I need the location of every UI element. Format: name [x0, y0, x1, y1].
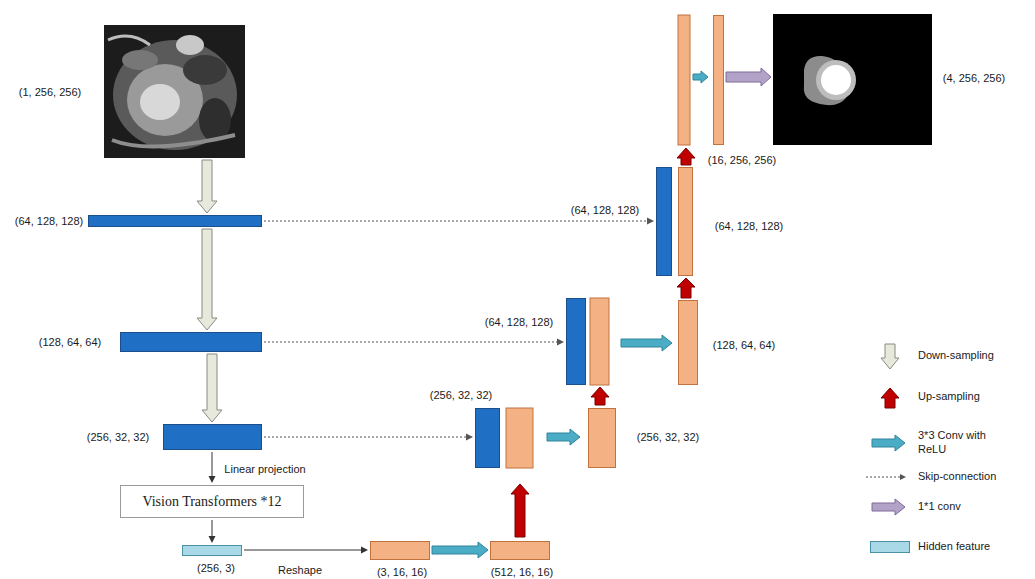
connector-line	[244, 550, 362, 551]
connector	[197, 229, 217, 330]
legend-text: 3*3 Conv with ReLU	[918, 429, 1014, 457]
legend-sample	[872, 435, 905, 451]
encoder-bar: (64, 128, 128)	[88, 215, 262, 227]
skip-bar: (256, 32, 32)	[475, 408, 500, 468]
connector	[244, 547, 368, 554]
mask-image	[773, 14, 932, 145]
legend-text: Down-sampling	[918, 349, 1014, 363]
connector	[209, 452, 216, 483]
dimension-label: (1, 256, 256)	[19, 86, 81, 99]
hidden-feature: (256, 3)	[182, 545, 242, 556]
upsample-arrow	[591, 387, 609, 405]
connector-line	[264, 342, 558, 343]
edge-label: Linear projection	[222, 463, 307, 476]
decoder-bar: (128, 64, 64)	[678, 300, 698, 385]
connector-line	[264, 437, 467, 438]
conv-arrow	[621, 335, 672, 351]
edge-label: Reshape	[276, 564, 324, 577]
dimension-label: (4, 256, 256)	[943, 72, 1005, 85]
dimension-label: (512, 16, 16)	[491, 566, 553, 579]
arrow-head	[361, 547, 368, 554]
decoder-bar: (3, 16, 16)	[370, 541, 430, 560]
decoder-bar	[678, 15, 690, 145]
dimension-label: (16, 256, 256)	[708, 154, 777, 167]
block-arrow	[197, 160, 217, 213]
block-arrow	[726, 68, 771, 86]
block-arrow	[432, 542, 488, 558]
legend-text: Hidden feature	[918, 540, 1014, 554]
connector-line	[264, 221, 648, 222]
conv-arrow	[547, 429, 580, 445]
legend-text: 1*1 conv	[918, 500, 1014, 514]
connector	[264, 339, 564, 346]
skip-bar: (64, 128, 128)	[656, 167, 672, 276]
arrow-head	[209, 536, 216, 543]
decoder-bar: (512, 16, 16)	[490, 541, 550, 560]
block-arrow	[677, 278, 695, 298]
decoder-bar	[590, 298, 609, 385]
legend-sample	[866, 474, 906, 480]
upsample-arrow	[511, 484, 529, 537]
connector	[264, 218, 654, 225]
legend-text: Skip-connection	[918, 470, 1014, 484]
decoder-bar: (16, 256, 256)	[713, 15, 724, 145]
mri-image	[104, 25, 245, 158]
connector	[677, 278, 695, 298]
dimension-label: (64, 128, 128)	[15, 215, 84, 228]
transformer-box: Vision Transformers *12	[120, 485, 304, 518]
arrow-head	[647, 218, 654, 225]
dimension-label: (256, 32, 32)	[87, 431, 149, 444]
decoder-bar	[506, 408, 533, 468]
connector	[209, 520, 216, 543]
arrow-head	[557, 339, 564, 346]
connector	[432, 542, 488, 558]
legend-sample	[881, 344, 899, 369]
decoder-bar: (256, 32, 32)	[588, 408, 616, 468]
decoder-bar: (64, 128, 128)	[678, 167, 693, 276]
connector	[197, 160, 217, 213]
output-mask: (4, 256, 256)	[773, 14, 932, 145]
legend-swatch	[870, 541, 910, 553]
legend-sample	[881, 388, 899, 408]
conv-arrow	[693, 71, 708, 83]
connector	[726, 68, 771, 86]
dimension-label: (256, 3)	[197, 562, 235, 575]
block-arrow	[197, 229, 217, 330]
connector-line	[212, 452, 213, 477]
connector-line	[212, 520, 213, 537]
dimension-label: (256, 32, 32)	[430, 389, 492, 402]
box-title: Vision Transformers *12	[121, 486, 303, 517]
dimension-label: (64, 128, 128)	[485, 316, 554, 329]
dimension-label: (3, 16, 16)	[377, 566, 427, 579]
dimension-label: (128, 64, 64)	[39, 336, 101, 349]
dimension-label: (64, 128, 128)	[715, 220, 784, 233]
legend-text: Up-sampling	[918, 390, 1014, 404]
dimension-label: (128, 64, 64)	[713, 339, 775, 352]
upsample-arrow	[677, 148, 695, 165]
input-image: (1, 256, 256)	[104, 25, 245, 158]
encoder-bar: (128, 64, 64)	[120, 332, 262, 352]
arrow-head	[209, 476, 216, 483]
connector	[202, 354, 222, 422]
connector	[264, 434, 473, 441]
dimension-label: (64, 128, 128)	[571, 204, 640, 217]
encoder-bar: (256, 32, 32)	[163, 424, 262, 450]
arrow-head	[466, 434, 473, 441]
block-arrow	[202, 354, 222, 422]
skip-bar: (64, 128, 128)	[566, 298, 586, 385]
legend-sample	[872, 499, 905, 515]
dimension-label: (256, 32, 32)	[637, 431, 699, 444]
